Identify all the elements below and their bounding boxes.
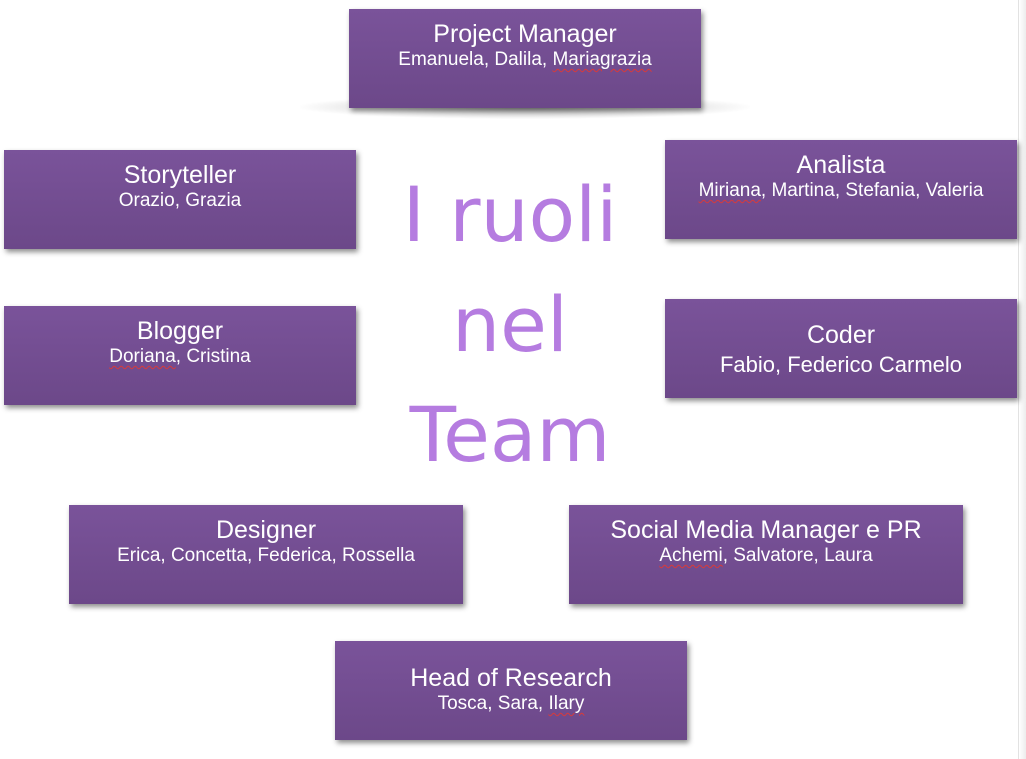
role-box-coder: Coder Fabio, Federico Carmelo [665,299,1017,398]
role-title: Head of Research [410,664,612,692]
members-text: Orazio, Grazia [118,190,242,211]
role-title: Project Manager [433,20,617,48]
members-text: Tosca, Sara, [437,693,549,714]
role-members: Doriana, Cristina [4,345,356,369]
role-members: Emanuela, Dalila, Mariagrazia [349,48,701,72]
members-text: , Salvatore, Laura [722,545,873,566]
title-line-3: Team [409,390,611,479]
role-title: Coder [806,321,876,349]
role-title: Designer [215,516,317,544]
members-text: Emanuela, Dalila, [398,49,553,70]
role-title: Analista [796,151,886,179]
role-members: Miriana, Martina, Stefania, Valeria [665,179,1017,203]
slide-title: I ruoli nel Team [380,160,640,490]
flagged-name: Ilary [548,693,585,714]
flagged-name: Mariagrazia [552,49,652,70]
members-text: Erica, Concetta, Federica, Rossella [117,545,415,566]
members-text: Fabio, Federico Carmelo [719,352,963,377]
members-text: , Cristina [175,346,251,367]
role-members: Tosca, Sara, Ilary [335,692,687,716]
title-line-2: nel [451,280,569,369]
role-title: Social Media Manager e PR [610,516,922,544]
slide-edge [1018,0,1026,759]
title-line-1: I ruoli [402,170,618,259]
members-text: , Martina, Stefania, Valeria [760,180,984,201]
role-box-social-media-manager: Social Media Manager e PR Achemi, Salvat… [569,505,963,604]
role-title: Blogger [136,317,224,345]
role-title: Storyteller [123,161,237,189]
role-box-blogger: Blogger Doriana, Cristina [4,306,356,405]
role-box-analista: Analista Miriana, Martina, Stefania, Val… [665,140,1017,239]
role-box-head-of-research: Head of Research Tosca, Sara, Ilary [335,641,687,740]
role-box-project-manager: Project Manager Emanuela, Dalila, Mariag… [349,9,701,108]
role-box-designer: Designer Erica, Concetta, Federica, Ross… [69,505,463,604]
flagged-name: Achemi [659,545,723,566]
flagged-name: Doriana [109,346,176,367]
role-members: Fabio, Federico Carmelo [665,353,1017,377]
flagged-name: Miriana [698,180,761,201]
role-box-storyteller: Storyteller Orazio, Grazia [4,150,356,249]
role-members: Erica, Concetta, Federica, Rossella [69,544,463,568]
role-members: Orazio, Grazia [4,189,356,213]
role-members: Achemi, Salvatore, Laura [569,544,963,568]
